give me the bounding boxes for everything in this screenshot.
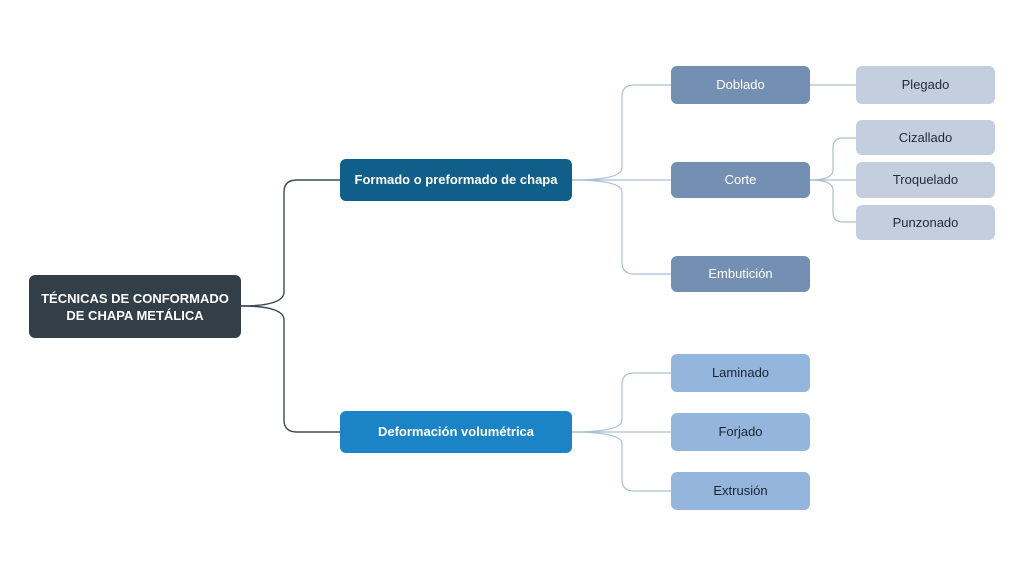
connector-root-to-deformacion xyxy=(240,305,341,433)
subnode-label-extrusion: Extrusión xyxy=(713,483,768,498)
leaf-node-cizallado[interactable]: Cizallado xyxy=(856,120,995,155)
subnode-forjado[interactable]: Forjado xyxy=(671,413,810,451)
root-node[interactable]: TÉCNICAS DE CONFORMADO DE CHAPA METÁLICA xyxy=(29,275,241,338)
subnode-label-laminado: Laminado xyxy=(711,365,770,380)
leaf-label-punzonado: Punzonado xyxy=(892,214,959,230)
leaf-label-cizallado: Cizallado xyxy=(898,129,953,145)
branch-node-deformacion[interactable]: Deformación volumétrica xyxy=(340,411,572,453)
subnode-extrusion[interactable]: Extrusión xyxy=(671,472,810,510)
leaf-node-plegado[interactable]: Plegado xyxy=(856,66,995,104)
subnode-label-corte: Corte xyxy=(724,172,757,187)
branch-label-deformacion: Deformación volumétrica xyxy=(377,424,535,439)
branch-node-formado[interactable]: Formado o preformado de chapa xyxy=(340,159,572,201)
connector-deformacion-to-laminado xyxy=(571,372,671,433)
subnode-label-embuticion: Embutición xyxy=(708,266,773,281)
root-label: TÉCNICAS DE CONFORMADO DE CHAPA METÁLICA xyxy=(41,290,229,323)
subnode-embuticion[interactable]: Embutición xyxy=(671,256,810,292)
subnode-label-doblado: Doblado xyxy=(716,77,765,92)
subnode-doblado[interactable]: Doblado xyxy=(671,66,810,104)
connector-corte-to-cizallado xyxy=(809,137,856,181)
connector-root-to-formado xyxy=(240,179,341,307)
connector-corte-to-punzonado xyxy=(809,179,856,223)
leaf-label-plegado: Plegado xyxy=(901,77,950,92)
leaf-node-punzonado[interactable]: Punzonado xyxy=(856,205,995,240)
connector-formado-to-embuticion xyxy=(571,179,671,275)
subnode-label-forjado: Forjado xyxy=(718,424,763,439)
connector-formado-to-doblado xyxy=(571,84,671,181)
leaf-label-troquelado: Troquelado xyxy=(892,172,959,187)
subnode-laminado[interactable]: Laminado xyxy=(671,354,810,392)
connector-deformacion-to-extrusion xyxy=(571,431,671,492)
leaf-node-troquelado[interactable]: Troquelado xyxy=(856,162,995,198)
branch-label-formado: Formado o preformado de chapa xyxy=(354,172,558,187)
subnode-corte[interactable]: Corte xyxy=(671,162,810,198)
